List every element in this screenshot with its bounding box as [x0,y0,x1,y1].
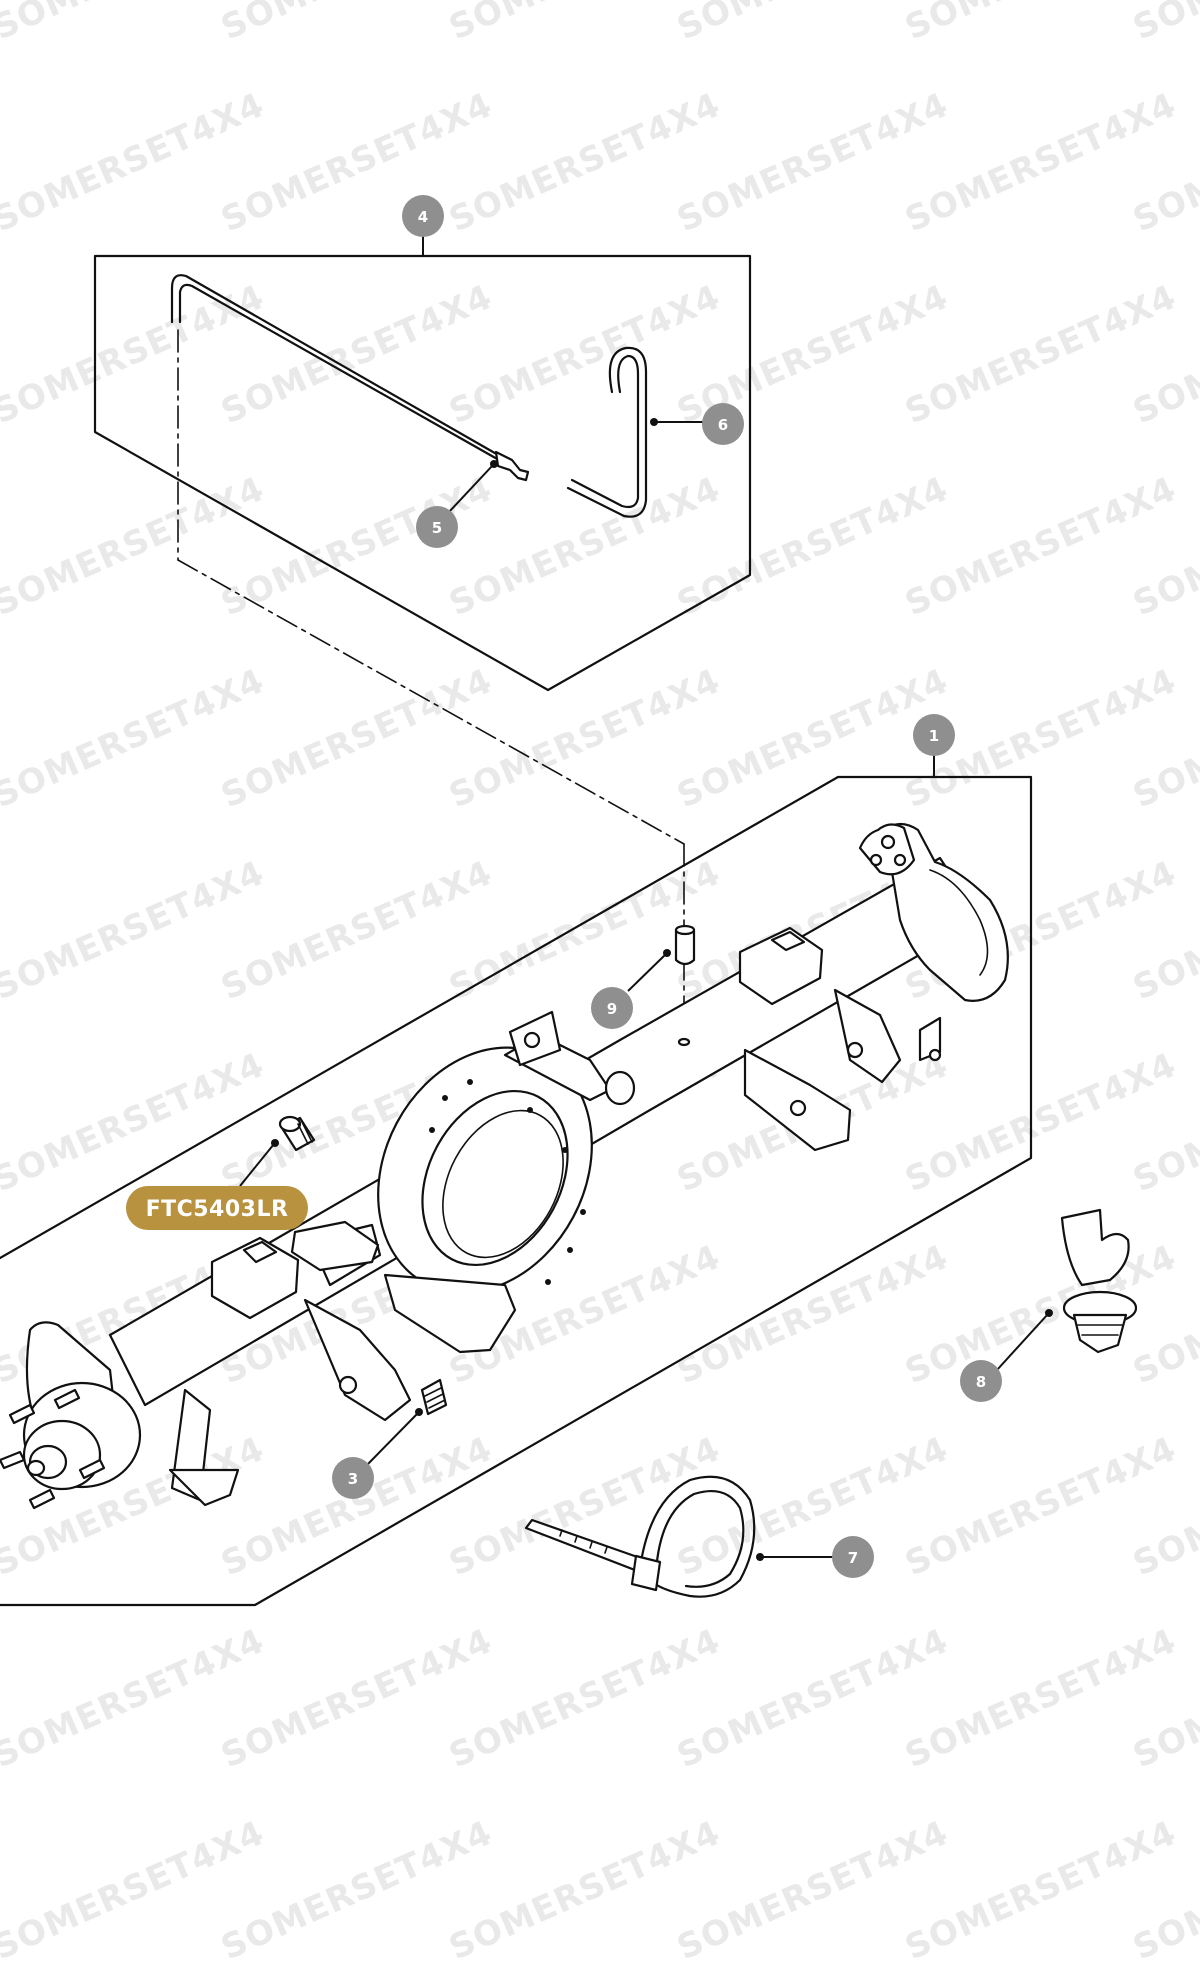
callout-1-label: 1 [929,727,939,745]
breather-hose [566,346,648,518]
callout-4-label: 4 [418,208,428,226]
fir-tree-clip [1060,1208,1138,1354]
callout-6-label: 6 [718,416,728,434]
axle-assembly-frame [0,752,1033,1607]
callout-9-label: 9 [607,1000,617,1018]
breather-kit-frame [93,230,752,692]
leader-lines [239,418,1053,1561]
cable-tie [524,1475,756,1598]
callout-7-label: 7 [848,1549,858,1567]
callout-4[interactable]: 4 [402,195,444,237]
callout-6[interactable]: 6 [702,403,744,445]
wheel-studs [0,1388,106,1510]
bolt [278,1115,316,1152]
callout-5[interactable]: 5 [416,506,458,548]
part-number-label: FTC5403LR [146,1197,289,1222]
part-number-badge[interactable]: FTC5403LR [126,1186,308,1230]
axle-housing [0,822,1009,1510]
callout-3-label: 3 [348,1470,358,1488]
callout-3[interactable]: 3 [332,1457,374,1499]
callout-9[interactable]: 9 [591,987,633,1029]
filler-plug [420,1378,448,1416]
callout-1[interactable]: 1 [913,714,955,756]
callout-8[interactable]: 8 [960,1360,1002,1402]
callout-5-label: 5 [432,519,442,537]
breather-adaptor [674,924,696,1047]
callout-7[interactable]: 7 [832,1536,874,1578]
callout-8-label: 8 [976,1373,986,1391]
watermark-text: SOMERSET4X4 [1127,0,1200,48]
